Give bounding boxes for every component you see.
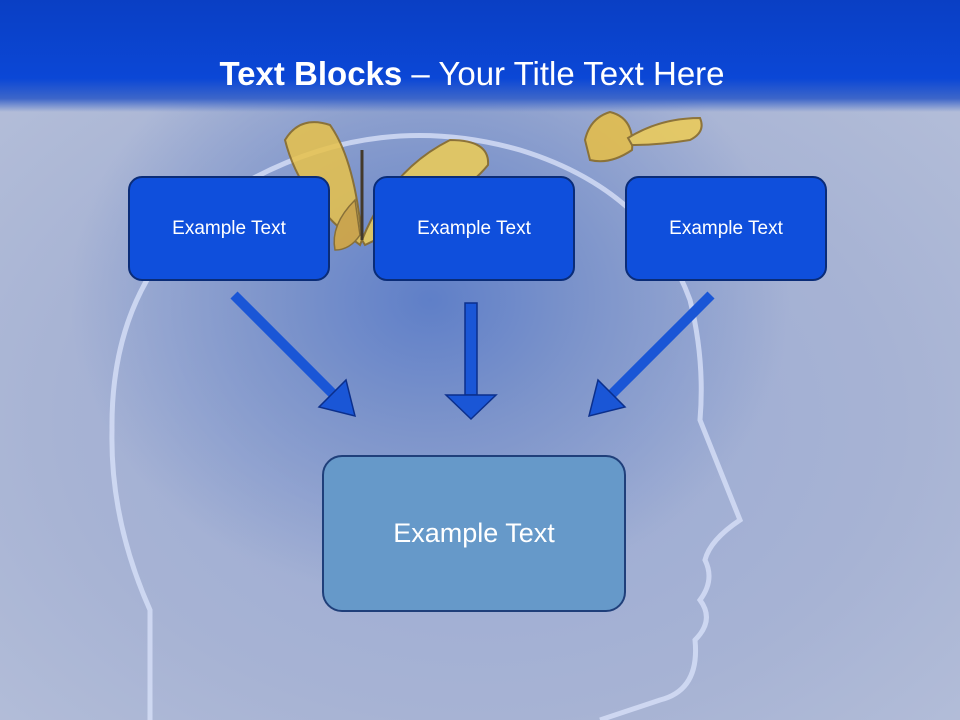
result-block[interactable]: Example Text [322,455,626,612]
title-rest: Your Title Text Here [438,55,725,92]
text-block-2-label: Example Text [417,217,531,239]
title-bar [0,0,960,112]
title-dash: – [402,55,439,92]
text-block-2[interactable]: Example Text [373,176,575,281]
arrow-down-icon [444,302,498,421]
arrow-down-left-icon [587,291,715,418]
arrow-down-right-icon [230,291,357,418]
title-bold: Text Blocks [219,55,403,92]
page-title: Text Blocks – Your Title Text Here [0,52,944,96]
text-block-1-label: Example Text [172,217,286,239]
text-block-3-label: Example Text [669,217,783,239]
butterfly-icon [583,110,703,163]
text-block-1[interactable]: Example Text [128,176,330,281]
text-block-3[interactable]: Example Text [625,176,827,281]
head-silhouette-icon [109,132,744,720]
result-block-label: Example Text [393,518,555,548]
